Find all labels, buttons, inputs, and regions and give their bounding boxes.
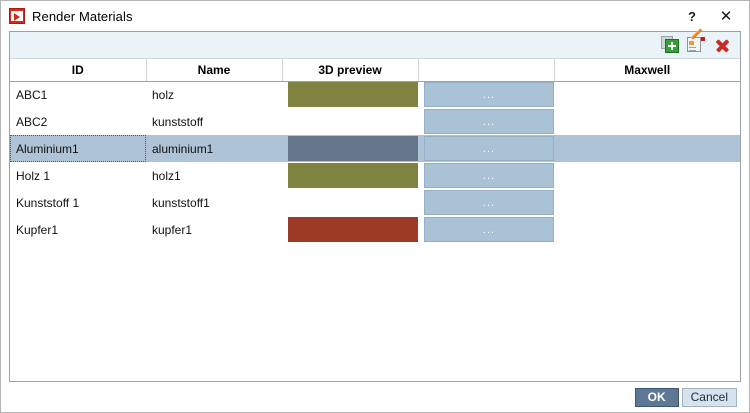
cell-3d-preview[interactable] xyxy=(282,81,418,108)
window-controls: ? ✕ xyxy=(675,1,743,31)
browse-material-button[interactable]: ... xyxy=(424,136,554,161)
browse-material-button[interactable]: ... xyxy=(424,82,554,108)
cell-maxwell[interactable] xyxy=(554,189,740,216)
cell-3d-preview[interactable] xyxy=(282,189,418,216)
cell-action[interactable]: ... xyxy=(418,81,554,108)
cell-id[interactable]: Kupfer1 xyxy=(16,222,59,237)
material-preview-swatch xyxy=(288,109,418,134)
column-header-maxwell[interactable]: Maxwell xyxy=(554,59,740,82)
cell-id[interactable]: Kunststoff 1 xyxy=(16,195,80,210)
dialog-footer: OK Cancel xyxy=(9,382,741,412)
edit-material-icon[interactable] xyxy=(686,28,708,55)
cell-name[interactable]: aluminium1 xyxy=(146,135,282,162)
cell-name[interactable]: kunststoff1 xyxy=(152,195,210,210)
material-preview-swatch xyxy=(288,82,418,108)
cell-action[interactable]: ... xyxy=(418,189,554,216)
cell-maxwell[interactable] xyxy=(554,81,740,108)
header-row: ID Name 3D preview Maxwell xyxy=(10,59,740,82)
cell-action[interactable]: ... xyxy=(418,108,554,135)
column-header-3d-preview[interactable]: 3D preview xyxy=(282,59,419,82)
materials-toolbar xyxy=(10,28,740,59)
close-icon[interactable]: ✕ xyxy=(719,8,733,25)
cell-maxwell[interactable] xyxy=(554,135,740,162)
browse-material-button[interactable]: ... xyxy=(424,190,554,215)
cell-action[interactable]: ... xyxy=(418,162,554,189)
table-row[interactable]: ABC2 kunststoff... xyxy=(10,108,740,135)
material-preview-swatch xyxy=(288,163,418,188)
table-row[interactable]: Kupfer1 kupfer1... xyxy=(10,216,740,243)
browse-material-button[interactable]: ... xyxy=(424,109,554,134)
column-header-action[interactable] xyxy=(418,59,555,82)
material-preview-swatch xyxy=(288,190,418,215)
cell-maxwell[interactable] xyxy=(554,162,740,189)
add-material-icon[interactable] xyxy=(660,35,682,55)
cell-name[interactable]: kupfer1 xyxy=(152,222,193,237)
cell-action[interactable]: ... xyxy=(418,216,554,243)
cell-id[interactable]: Holz 1 xyxy=(16,168,51,183)
table-row[interactable]: ABC1 holz... xyxy=(10,81,740,108)
cell-3d-preview[interactable] xyxy=(282,135,418,162)
browse-material-button[interactable]: ... xyxy=(424,217,554,242)
cell-3d-preview[interactable] xyxy=(282,216,418,243)
cell-3d-preview[interactable] xyxy=(282,108,418,135)
cell-maxwell[interactable] xyxy=(554,216,740,243)
app-render-icon xyxy=(9,8,25,24)
cell-name[interactable]: kunststoff xyxy=(152,114,204,129)
material-preview-swatch xyxy=(288,136,418,161)
cell-id[interactable]: ABC2 xyxy=(16,114,48,129)
table-row[interactable]: Kunststoff 1 kunststoff1... xyxy=(10,189,740,216)
column-header-id[interactable]: ID xyxy=(10,59,147,82)
cell-maxwell[interactable] xyxy=(554,108,740,135)
cancel-button[interactable]: Cancel xyxy=(681,387,737,407)
ok-button[interactable]: OK xyxy=(634,387,679,407)
window-title: Render Materials xyxy=(32,8,133,24)
cell-id[interactable]: ABC1 xyxy=(16,87,48,102)
cell-action[interactable]: ... xyxy=(418,135,554,162)
title-bar: Render Materials ? ✕ xyxy=(1,1,749,31)
cell-3d-preview[interactable] xyxy=(282,162,418,189)
delete-material-icon[interactable] xyxy=(712,35,734,55)
material-preview-swatch xyxy=(288,217,418,242)
table-row[interactable]: Holz 1 holz1... xyxy=(10,162,740,189)
cell-name[interactable]: holz xyxy=(152,87,175,102)
column-header-name[interactable]: Name xyxy=(146,59,283,82)
help-button[interactable]: ? xyxy=(688,8,696,24)
table-header: ID Name 3D preview Maxwell xyxy=(10,59,740,82)
cell-id[interactable]: Aluminium1 xyxy=(10,135,146,162)
cell-name[interactable]: holz1 xyxy=(152,168,181,183)
browse-material-button[interactable]: ... xyxy=(424,163,554,188)
